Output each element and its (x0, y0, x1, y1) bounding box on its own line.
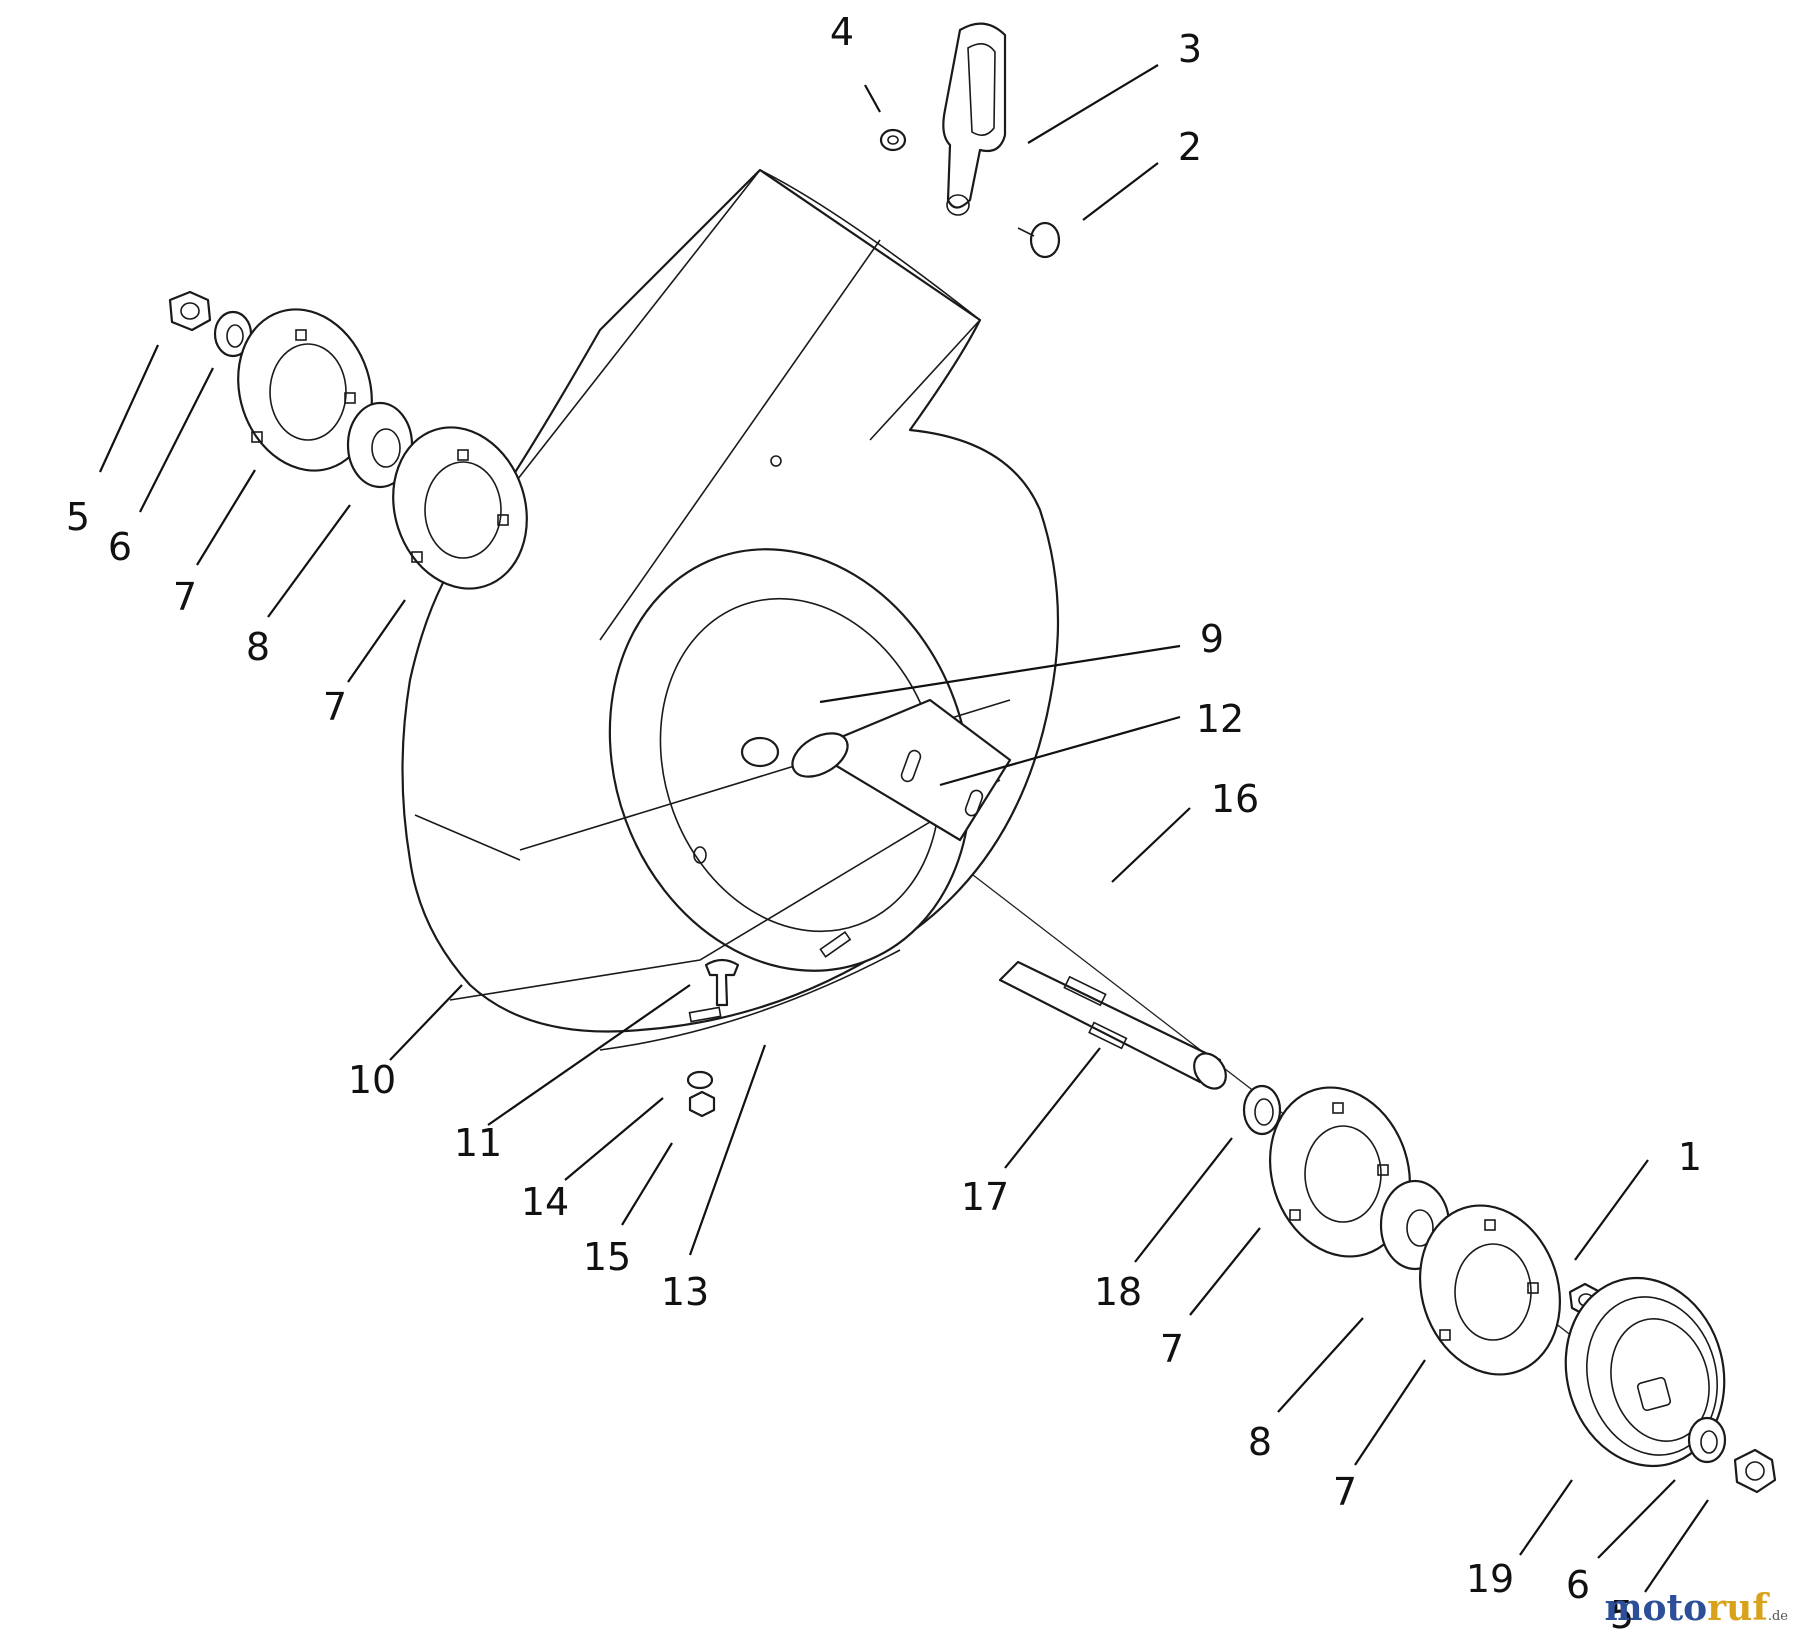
watermark-logo: motoruf.de (1604, 1587, 1788, 1629)
clevis-pin (1029, 221, 1061, 259)
watermark-part1: moto (1604, 1587, 1708, 1629)
flange-right-outer (1268, 1086, 1412, 1258)
left-bearing-stack (168, 290, 528, 590)
callout-7-a: 7 (173, 575, 197, 619)
impeller-opening-rim (608, 548, 972, 972)
washer-small (686, 1070, 714, 1090)
flange-left-inner (392, 426, 528, 590)
callout-labels: 1 2 3 4 5 5 6 6 7 7 7 7 8 8 9 10 11 12 1… (66, 10, 1702, 1637)
watermark-suffix: .de (1767, 1609, 1788, 1624)
nut-left (168, 290, 212, 332)
callout-12: 12 (1196, 697, 1244, 741)
callout-3: 3 (1178, 27, 1202, 71)
watermark-part2: ruf (1707, 1587, 1768, 1629)
nut-right (1733, 1448, 1777, 1494)
callout-6-left: 6 (108, 525, 132, 569)
deflector-clip (942, 22, 1007, 209)
flange-right-inner (1418, 1204, 1562, 1376)
callout-8-left: 8 (246, 625, 270, 669)
callout-15: 15 (583, 1235, 631, 1279)
pulley (1564, 1276, 1726, 1468)
callout-19: 19 (1466, 1557, 1514, 1601)
right-bearing-stack (1242, 1084, 1777, 1494)
callout-14: 14 (521, 1180, 569, 1224)
callout-17: 17 (961, 1175, 1009, 1219)
lock-washer-right (1687, 1416, 1727, 1464)
blower-housing (401, 168, 1060, 1051)
callout-5-right: 5 (1610, 1593, 1634, 1637)
callout-6-right: 6 (1566, 1563, 1590, 1607)
callout-8-right: 8 (1248, 1420, 1272, 1464)
bottom-fittings (686, 958, 740, 1118)
callout-4: 4 (830, 10, 854, 54)
callout-1: 1 (1678, 1135, 1702, 1179)
callout-7-b: 7 (323, 685, 347, 729)
small-nut (879, 128, 907, 152)
callout-11: 11 (454, 1121, 502, 1165)
top-fittings (879, 22, 1061, 259)
spacer (1242, 1084, 1282, 1136)
impeller (740, 698, 1012, 842)
carriage-bolt (704, 958, 740, 1007)
callout-7-d: 7 (1333, 1470, 1357, 1514)
hex-nut-small (688, 1090, 716, 1118)
shaft (998, 960, 1227, 1090)
leader-lines (98, 64, 1709, 1593)
callout-5-left: 5 (66, 495, 90, 539)
callout-16: 16 (1211, 777, 1259, 821)
callout-2: 2 (1178, 125, 1202, 169)
callout-13: 13 (661, 1270, 709, 1314)
callout-10: 10 (348, 1058, 396, 1102)
callout-7-c: 7 (1160, 1327, 1184, 1371)
callout-9: 9 (1200, 617, 1224, 661)
flange-left-outer (237, 308, 373, 472)
callout-18: 18 (1094, 1270, 1142, 1314)
